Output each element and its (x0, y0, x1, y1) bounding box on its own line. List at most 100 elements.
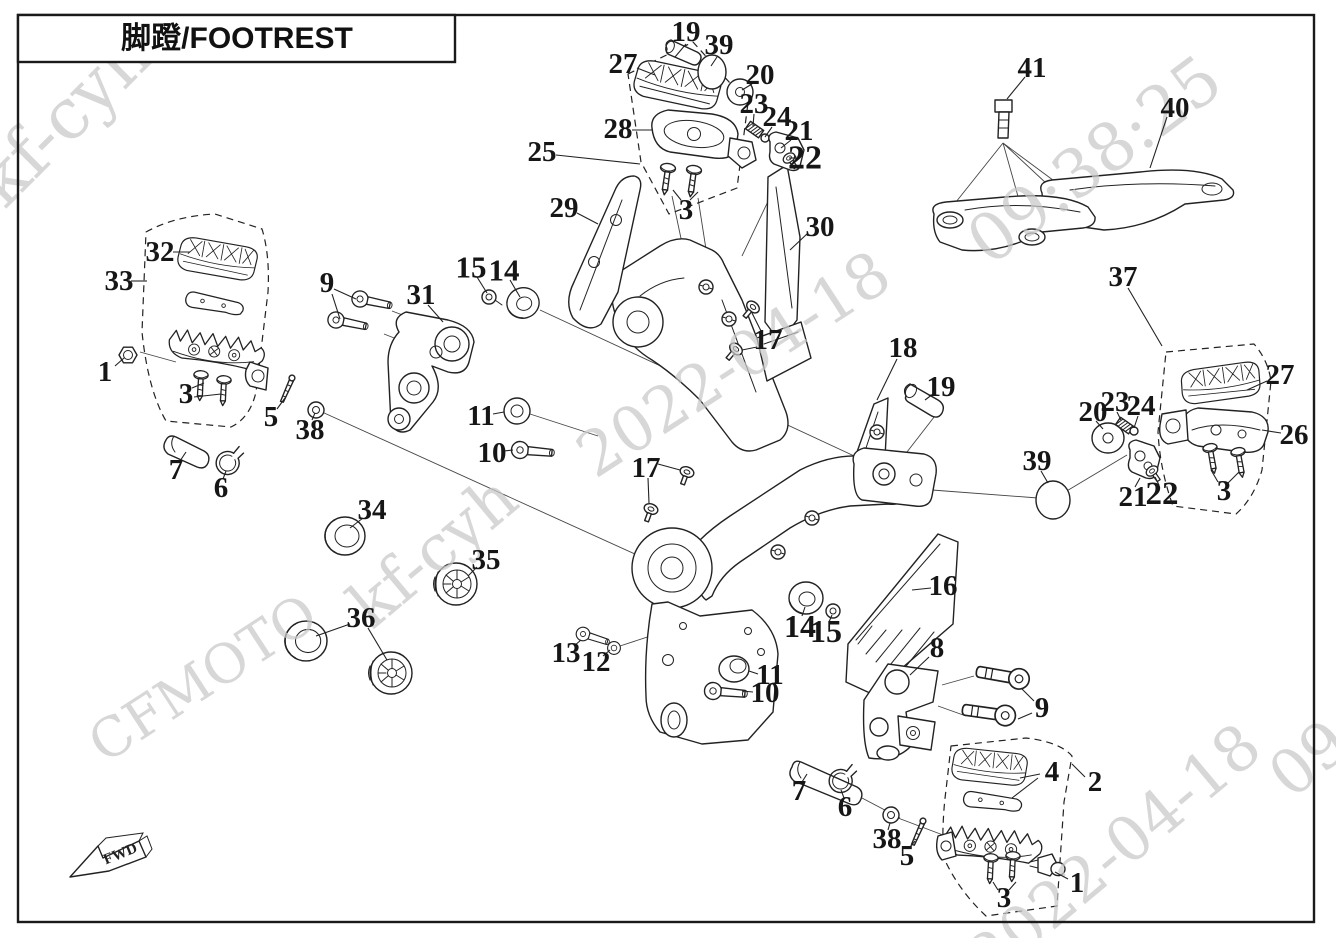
leader-line-layer (114, 43, 1282, 891)
part-washer-24-top (760, 133, 770, 143)
part-footpeg-left (166, 327, 269, 391)
part-bolt-9-left-a (349, 288, 395, 315)
leader-line-3 (672, 189, 682, 201)
callout-label-40: 40 (1161, 92, 1190, 124)
part-footpeg-bottom (935, 824, 1044, 865)
leader-line-17 (647, 477, 650, 504)
leader-line-17 (751, 312, 762, 332)
part-bolt-10-upper (510, 440, 556, 463)
boundary-33 (141, 213, 269, 428)
leader-line-21 (780, 139, 792, 149)
callout-label-1: 1 (1070, 867, 1085, 899)
callout-label-27: 27 (1266, 359, 1295, 391)
callout-label-25: 25 (528, 136, 557, 168)
part-plate-left (183, 290, 246, 317)
leader-line-3 (689, 191, 699, 201)
part-frame-upper (608, 238, 789, 452)
leader-line-8 (909, 656, 930, 676)
part-washer-20-right (1091, 422, 1125, 454)
fwd-arrow: FWD (69, 832, 153, 878)
leader-line-25 (555, 154, 641, 165)
part-blade-and-tab-30 (756, 164, 812, 382)
leader-line-15 (476, 276, 488, 294)
leader-line-3 (1210, 469, 1219, 483)
callout-label-18: 18 (889, 332, 918, 364)
leader-line-22 (1154, 476, 1160, 486)
callout-label-35: 35 (472, 544, 501, 576)
callout-label-8: 8 (930, 632, 945, 664)
callout-label-10: 10 (751, 677, 780, 709)
watermark-layer: kf-cyhkf-cyhCFMOTO2022-04-1809:38:252022… (0, 14, 1336, 938)
leader-line-10 (741, 690, 754, 693)
callout-label-3: 3 (679, 194, 694, 226)
leader-line-19 (924, 393, 934, 401)
leader-line-12 (602, 649, 611, 657)
leader-line-11 (492, 411, 505, 415)
callout-label-15: 15 (810, 613, 842, 649)
leader-line-23 (752, 113, 755, 127)
part-bushing-11-lower (718, 655, 750, 683)
leader-line-9 (331, 293, 341, 320)
leader-line-4 (1019, 773, 1041, 779)
leader-line-26 (1261, 429, 1282, 434)
part-bolt-15-lower (825, 603, 841, 619)
part-screw-17-d (639, 501, 660, 525)
boundary-2 (942, 737, 1073, 917)
leader-line-16 (911, 587, 932, 591)
part-pin-19-top (665, 39, 702, 66)
callout-label-37: 37 (1109, 261, 1138, 293)
callout-label-17: 17 (632, 452, 661, 484)
callout-label-3: 3 (179, 378, 194, 410)
leader-line-14 (801, 606, 806, 617)
leader-line-39 (1040, 470, 1049, 484)
leader-line-36 (367, 627, 388, 661)
leader-line-7 (179, 451, 187, 462)
leader-line-23 (1116, 411, 1122, 421)
leader-line-14 (509, 279, 521, 298)
callout-label-12: 12 (582, 646, 611, 678)
leader-line-24 (1133, 415, 1139, 429)
callout-label-11: 11 (756, 659, 783, 691)
callout-label-38: 38 (296, 414, 325, 446)
callout-label-15: 15 (456, 250, 487, 285)
leader-line-9 (333, 288, 357, 300)
callout-label-30: 30 (806, 211, 835, 243)
leader-line-35 (467, 566, 478, 577)
part-screw-17-c (675, 464, 696, 488)
part-pin-19-right (903, 383, 945, 418)
leader-line-27 (636, 67, 656, 76)
callout-label-4: 4 (1045, 756, 1060, 788)
callout-label-31: 31 (407, 279, 436, 311)
part-bracket-28 (651, 109, 757, 169)
leader-line-5 (276, 397, 286, 410)
part-arm-lower-18 (631, 397, 937, 745)
part-guard-29 (568, 175, 642, 329)
callout-label-19: 19 (672, 16, 701, 48)
callout-label-20: 20 (746, 59, 775, 91)
part-washer-14-upper (502, 283, 544, 323)
callout-label-23: 23 (1101, 386, 1130, 418)
callout-label-9: 9 (1035, 692, 1050, 724)
leader-line-7 (801, 773, 808, 783)
part-screw-3-bottom-b (1003, 850, 1022, 883)
callout-label-7: 7 (792, 775, 807, 807)
callout-label-38: 38 (873, 823, 902, 855)
part-bolt-15-upper (481, 289, 503, 306)
callout-label-16: 16 (929, 570, 958, 602)
leader-line-17 (741, 346, 758, 351)
part-screw-3-top-b (682, 163, 703, 199)
leader-line-20 (741, 83, 753, 91)
callout-label-6: 6 (214, 472, 229, 504)
callout-label-21: 21 (1119, 481, 1148, 513)
group-boundaries (141, 41, 1272, 917)
callout-label-14: 14 (489, 253, 520, 288)
part-guard-plate-16 (845, 533, 959, 695)
callout-label-5: 5 (264, 401, 279, 433)
callout-label-1: 1 (98, 356, 113, 388)
page-title: 脚蹬/FOOTREST (121, 22, 353, 55)
callout-label-24: 24 (763, 101, 792, 133)
leader-line-3 (1227, 471, 1240, 484)
